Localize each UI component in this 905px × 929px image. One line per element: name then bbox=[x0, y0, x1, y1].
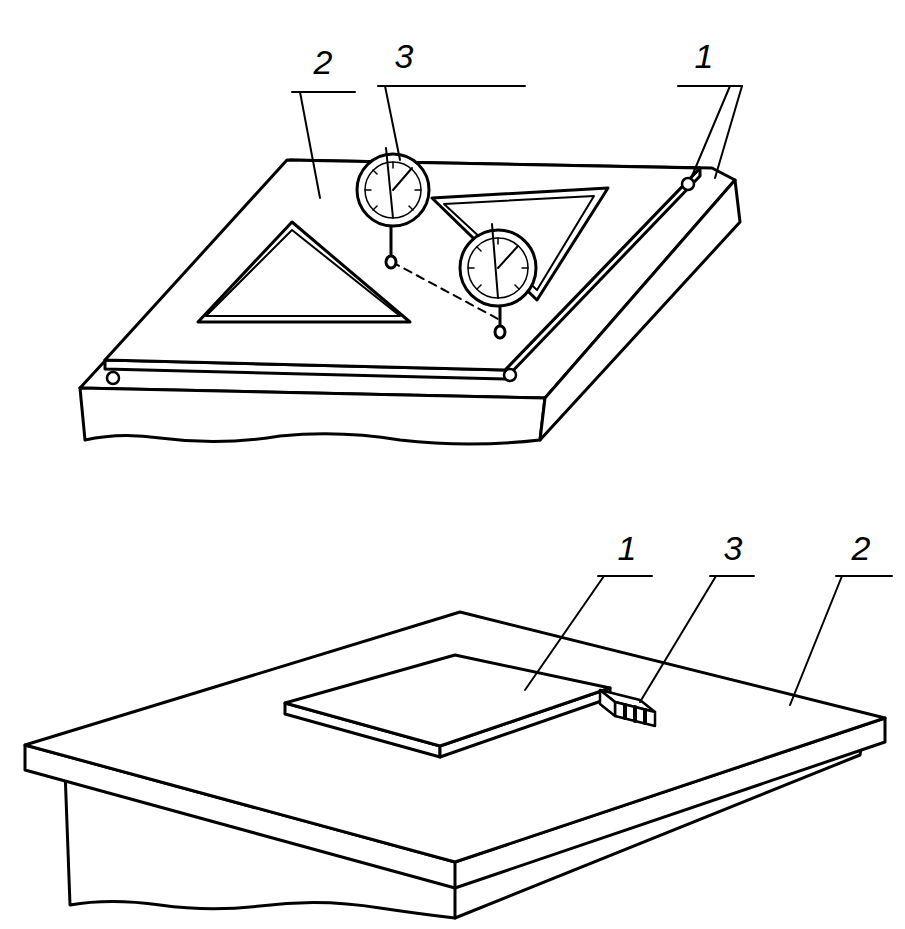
callout-number: 3 bbox=[724, 531, 743, 565]
leader-line bbox=[525, 576, 892, 705]
leader-line bbox=[292, 86, 742, 198]
callout-number: 3 bbox=[395, 39, 414, 73]
callout-number: 2 bbox=[314, 45, 333, 79]
dial-indicator bbox=[357, 148, 429, 268]
dial-indicator bbox=[460, 224, 536, 338]
gauge-block bbox=[600, 690, 655, 726]
callout-number: 2 bbox=[852, 531, 871, 565]
plate-under-test bbox=[285, 655, 610, 757]
callout-number: 1 bbox=[618, 531, 637, 565]
callout-number: 1 bbox=[695, 39, 714, 73]
surface-plate-bottom bbox=[25, 612, 885, 918]
